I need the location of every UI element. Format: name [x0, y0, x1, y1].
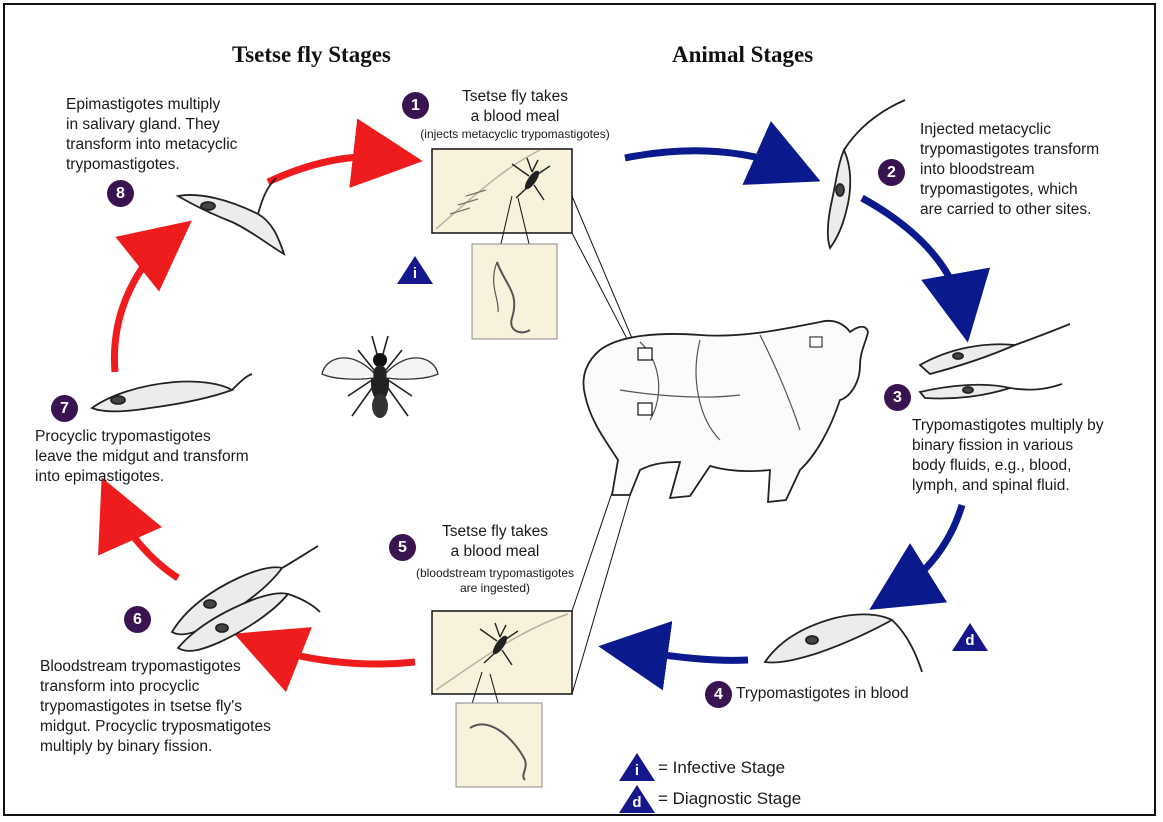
diagnostic-marker-letter: d [951, 632, 989, 649]
arrow-7-to-8 [114, 238, 170, 372]
parasite-stage-6 [172, 546, 320, 651]
step-8-line-2: in salivary gland. They [66, 115, 237, 135]
step-8-badge: 8 [107, 180, 134, 207]
inset-parasite-top [472, 244, 557, 339]
infective-marker-letter: i [396, 265, 434, 282]
step-7-line-3: into epimastigotes. [35, 467, 249, 487]
step-7-line-2: leave the midgut and transform [35, 447, 249, 467]
step-2-line-1: Injected metacyclic [920, 120, 1099, 140]
step-2-line-2: trypomastigotes transform [920, 140, 1099, 160]
legend-infective-letter: i [618, 762, 656, 779]
step-6-line-4: midgut. Procyclic tryposmatigotes [40, 717, 271, 737]
step-2-line-5: are carried to other sites. [920, 200, 1099, 220]
step-1-text: Tsetse fly takes a blood meal (injects m… [420, 87, 610, 142]
arrow-4-to-5 [626, 650, 748, 660]
step-6-line-5: multiply by binary fission. [40, 737, 271, 757]
parasite-stage-3 [920, 324, 1070, 399]
inset-parasite-bottom [456, 703, 542, 787]
parasite-stage-8 [178, 178, 284, 254]
step-6-line-1: Bloodstream trypomastigotes [40, 657, 271, 677]
step-5-note-line-1: (bloodstream trypomastigotes [415, 566, 575, 581]
step-1-note: (injects metacyclic trypomastigotes) [420, 127, 610, 142]
step-6-line-3: trypomastigotes in tsetse fly's [40, 697, 271, 717]
step-2-line-4: trypomastigotes, which [920, 180, 1099, 200]
parasite-stage-4 [765, 614, 922, 672]
step-2-text: Injected metacyclic trypomastigotes tran… [920, 120, 1099, 220]
step-5-line-1: Tsetse fly takes [415, 522, 575, 542]
diagnostic-stage-marker: d [951, 622, 989, 652]
legend-diagnostic-icon: d [618, 784, 656, 814]
header-fly-stages: Tsetse fly Stages [232, 42, 391, 68]
infective-stage-marker: i [396, 255, 434, 285]
arrow-5-to-6 [260, 644, 415, 664]
step-7-line-1: Procyclic trypomastigotes [35, 427, 249, 447]
step-3-line-2: binary fission in various [912, 436, 1104, 456]
step-7-text: Procyclic trypomastigotes leave the midg… [35, 427, 249, 487]
legend-infective-icon: i [618, 752, 656, 782]
inset-bite-bottom [432, 611, 572, 710]
legend-infective-label: = Infective Stage [658, 758, 785, 778]
arrow-3-to-4 [893, 505, 962, 595]
arrow-1-to-2 [625, 151, 795, 170]
tsetse-fly-large [322, 336, 438, 418]
legend-diagnostic-letter: d [618, 794, 656, 811]
step-1-line-1: Tsetse fly takes [420, 87, 610, 107]
step-3-badge: 3 [884, 384, 911, 411]
step-8-line-1: Epimastigotes multiply [66, 95, 237, 115]
step-8-line-4: trypomastigotes. [66, 155, 237, 175]
step-8-line-3: transform into metacyclic [66, 135, 237, 155]
step-5-badge: 5 [389, 534, 416, 561]
step-3-line-3: body fluids, e.g., blood, [912, 456, 1104, 476]
step-7-badge: 7 [51, 395, 78, 422]
step-5-note-line-2: are ingested) [415, 581, 575, 596]
step-5-note: (bloodstream trypomastigotes are ingeste… [415, 566, 575, 596]
step-3-line-4: lymph, and spinal fluid. [912, 476, 1104, 496]
arrow-6-to-7 [113, 503, 178, 578]
step-5-line-2: a blood meal [415, 542, 575, 562]
arrow-8-to-1 [268, 157, 395, 182]
legend-diagnostic-label: = Diagnostic Stage [658, 789, 801, 809]
header-animal-stages: Animal Stages [672, 42, 813, 68]
step-8-text: Epimastigotes multiply in salivary gland… [66, 95, 237, 175]
step-3-text: Trypomastigotes multiply by binary fissi… [912, 416, 1104, 496]
step-3-line-1: Trypomastigotes multiply by [912, 416, 1104, 436]
step-2-badge: 2 [878, 159, 905, 186]
step-6-line-2: transform into procyclic [40, 677, 271, 697]
step-4-badge: 4 [705, 681, 732, 708]
cow-illustration [583, 321, 868, 502]
step-6-text: Bloodstream trypomastigotes transform in… [40, 657, 271, 757]
parasite-stage-7 [92, 374, 252, 411]
step-5-text: Tsetse fly takes a blood meal [415, 522, 575, 562]
inset-bite-top [432, 149, 572, 248]
step-4-text: Trypomastigotes in blood [736, 684, 909, 704]
step-2-line-3: into bloodstream [920, 160, 1099, 180]
step-6-badge: 6 [124, 606, 151, 633]
step-4-line-1: Trypomastigotes in blood [736, 684, 909, 704]
step-1-line-2: a blood meal [420, 107, 610, 127]
